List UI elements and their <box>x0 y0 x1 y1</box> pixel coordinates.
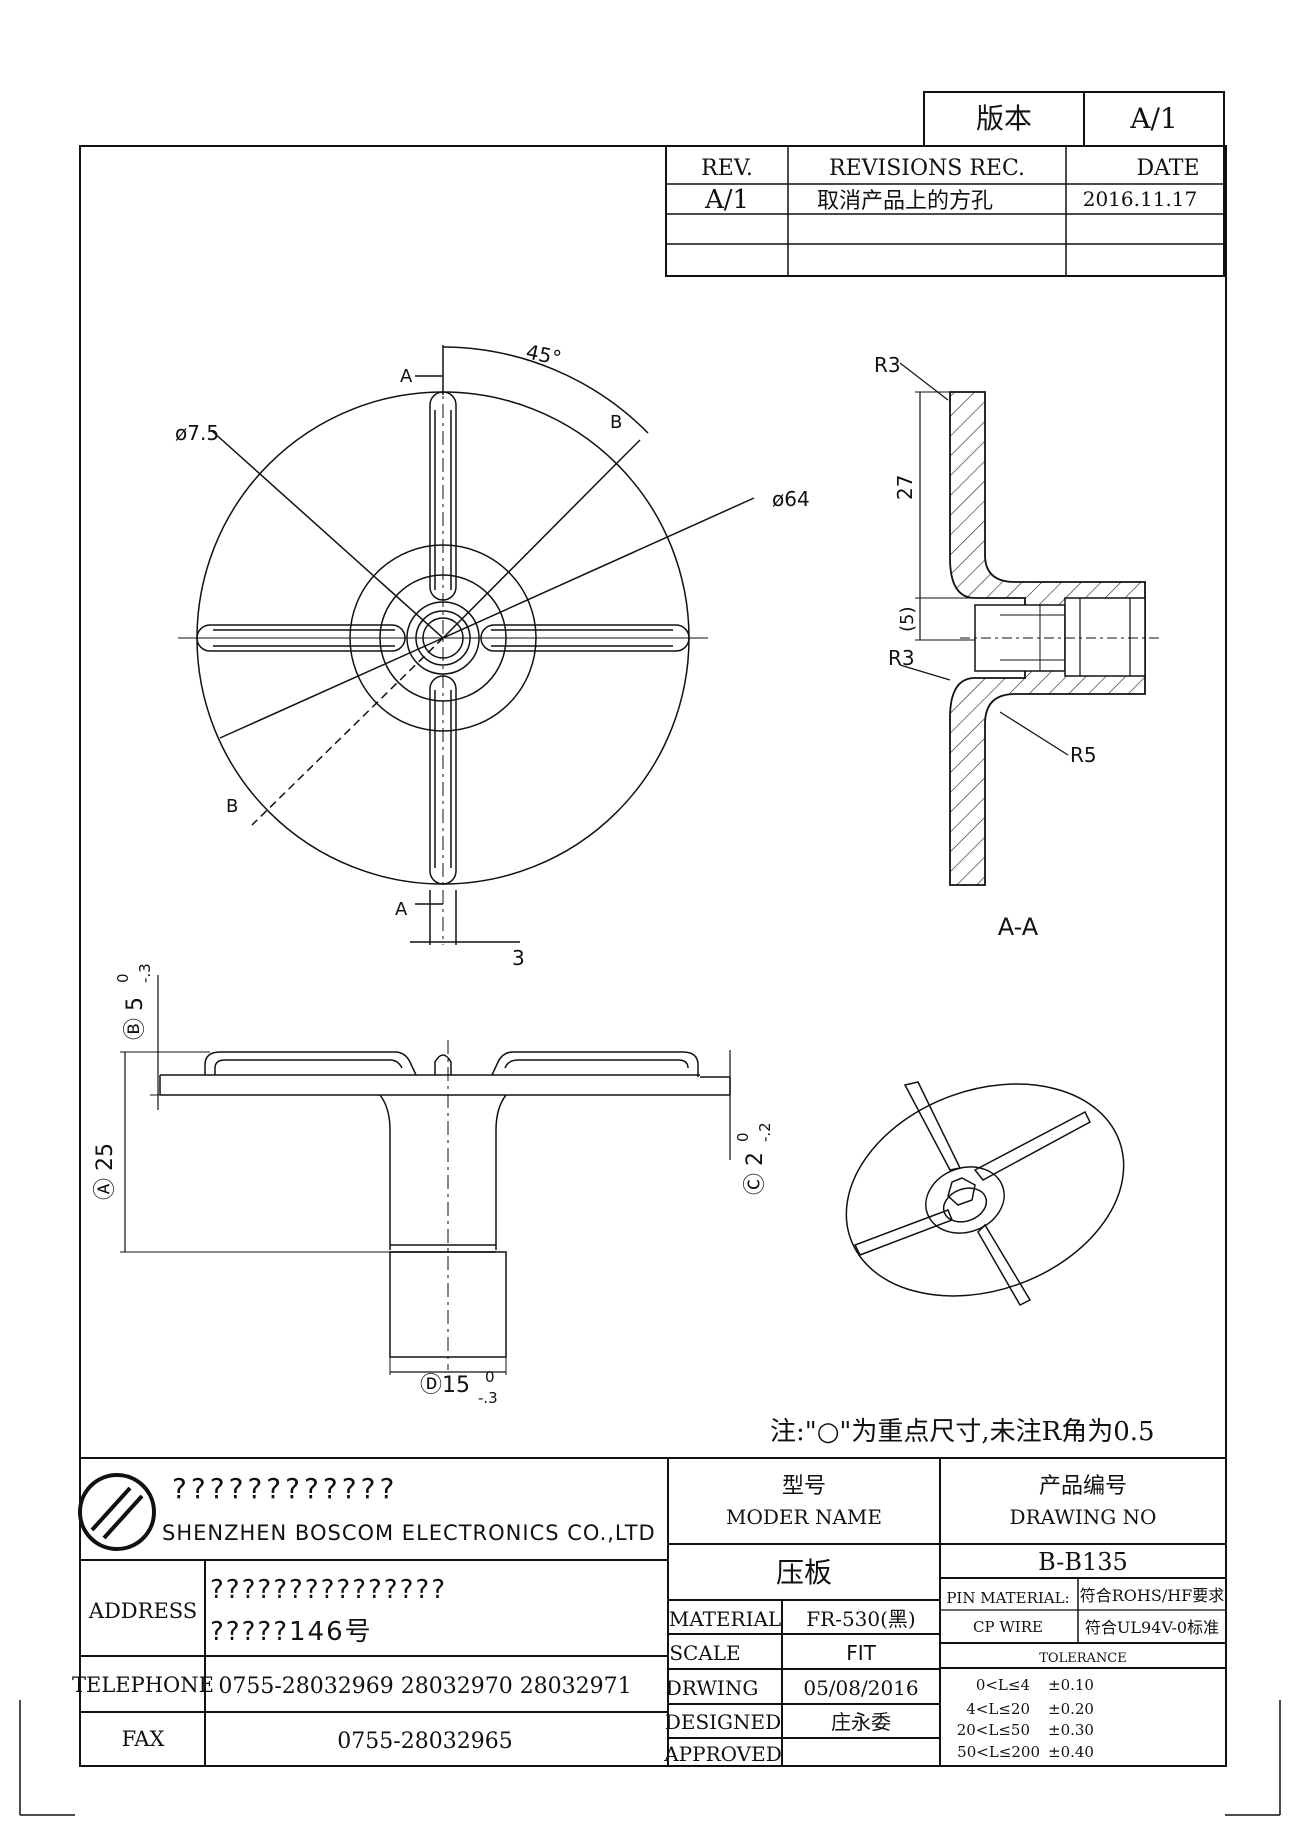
dim-d: Ⓓ15 <box>420 1373 470 1398</box>
dim-c-tol-dn: -.2 <box>756 1122 774 1142</box>
drawing-frame <box>79 145 1227 1767</box>
dim-d-tol-dn: -.3 <box>478 1389 498 1407</box>
cp-wire-label: CP WIRE <box>973 1618 1043 1636</box>
dim-b-tol-up: 0 <box>114 973 132 983</box>
company-info: ???????????? SHENZHEN BOSCOM ELECTRONICS… <box>72 1472 656 1754</box>
model-value: 压板 <box>776 1556 832 1589</box>
dim-27: 27 <box>893 475 917 500</box>
rev-header: REV. <box>701 156 753 181</box>
dim-5: (5) <box>897 607 918 633</box>
tol-value-3: ±0.40 <box>1048 1743 1094 1761</box>
front-view <box>178 345 755 945</box>
company-name-cn: ???????????? <box>172 1472 398 1505</box>
version-box: 版本 A/1 <box>923 91 1225 147</box>
section-labels: R3 R3 R5 27 (5) A-A <box>874 353 1097 941</box>
rec-value: 取消产品上的方孔 <box>817 189 993 214</box>
dim-c-tol-up: 0 <box>734 1132 752 1142</box>
model-label-cn: 型号 <box>782 1474 826 1499</box>
dim-r3-mid: R3 <box>888 646 915 670</box>
tol-range-0: 0<L≤4 <box>976 1676 1030 1694</box>
title-block <box>80 1457 1226 1766</box>
date-header: DATE <box>1136 156 1199 181</box>
cut-b-top: B <box>610 412 622 433</box>
dim-r5: R5 <box>1070 743 1097 767</box>
dim-45: 45° <box>524 339 564 370</box>
rev-value: A/1 <box>704 185 749 215</box>
address-label: ADDRESS <box>88 1599 197 1623</box>
fax-label: FAX <box>122 1727 165 1751</box>
dim-3: 3 <box>512 946 525 970</box>
tol-range-3: 50<L≤200 <box>957 1743 1040 1761</box>
iso-view <box>845 1081 1125 1306</box>
address-line1: ??????????????? <box>210 1575 447 1605</box>
cut-a-bottom: A <box>395 899 408 920</box>
section-view <box>899 362 1160 886</box>
dim-b: Ⓑ 5 <box>123 997 148 1040</box>
drawing-value: B-B135 <box>1038 1548 1128 1576</box>
version-value: A/1 <box>1129 102 1177 135</box>
company-name-en: SHENZHEN BOSCOM ELECTRONICS CO.,LTD <box>162 1521 656 1545</box>
front-view-labels: 45° ø7.5 ø64 3 A A B B <box>175 339 810 970</box>
dim-b-tol-dn: -.3 <box>136 963 154 983</box>
section-title: A-A <box>998 913 1039 941</box>
dim-d64: ø64 <box>772 487 810 511</box>
material-label: MATERIAL <box>669 1607 781 1631</box>
fax-value: 0755-28032965 <box>337 1729 512 1754</box>
drawing-label-en: DRAWING NO <box>1010 1505 1157 1529</box>
date-value: 2016.11.17 <box>1083 187 1198 211</box>
telephone-value: 0755-28032969 28032970 28032971 <box>218 1674 631 1699</box>
scale-value: FIT <box>846 1641 876 1665</box>
designed-label: DESIGNED <box>665 1710 781 1734</box>
approved-label: APPROVED <box>663 1742 782 1766</box>
drawing-label-cn: 产品编号 <box>1039 1474 1127 1499</box>
tol-range-2: 20<L≤50 <box>957 1721 1030 1739</box>
telephone-label: TELEPHONE <box>72 1673 214 1697</box>
cp-wire-value: 符合UL94V-0标准 <box>1085 1618 1219 1637</box>
designed-value: 庄永委 <box>831 1710 891 1734</box>
pin-material-value: 符合ROHS/HF要求 <box>1080 1586 1225 1605</box>
model-label-en: MODER NAME <box>726 1505 882 1529</box>
tol-range-1: 4<L≤20 <box>966 1700 1030 1718</box>
version-label: 版本 <box>976 102 1032 135</box>
tol-value-2: ±0.30 <box>1048 1721 1094 1739</box>
title-block-cells: 型号 MODER NAME 压板 产品编号 DRAWING NO B-B135 … <box>663 1474 1224 1766</box>
dim-a: Ⓐ 25 <box>93 1143 118 1200</box>
revisions-table: REV. REVISIONS REC. DATE A/1 取消产品上的方孔 20… <box>665 145 1225 277</box>
scale-label: SCALE <box>669 1641 740 1665</box>
company-logo-icon <box>78 1473 156 1551</box>
dim-d-tol-up: 0 <box>485 1368 495 1386</box>
corner-marks <box>19 1700 1281 1816</box>
dim-r3-top: R3 <box>874 353 901 377</box>
note-text: 注:"○"为重点尺寸,未注R角为0.5 <box>770 1417 1155 1447</box>
cut-a-top: A <box>400 366 413 387</box>
tol-value-1: ±0.20 <box>1048 1700 1094 1718</box>
dim-c: Ⓒ 2 <box>743 1152 768 1195</box>
material-value: FR-530(黑) <box>806 1607 915 1631</box>
drwing-value: 05/08/2016 <box>803 1676 918 1700</box>
side-view <box>120 975 731 1375</box>
tolerance-label: TOLERANCE <box>1039 1651 1126 1666</box>
dim-d75: ø7.5 <box>175 421 219 445</box>
tol-value-0: ±0.10 <box>1048 1676 1094 1694</box>
address-line2: ?????146号 <box>210 1617 373 1647</box>
rec-header: REVISIONS REC. <box>829 156 1025 181</box>
cut-b-bottom: B <box>226 796 238 817</box>
drwing-label: DRWING <box>666 1676 759 1700</box>
pin-material-label: PIN MATERIAL: <box>946 1589 1069 1607</box>
side-labels: Ⓑ 5 0 -.3 Ⓐ 25 Ⓒ 2 0 -.2 Ⓓ15 0 -.3 <box>93 963 774 1407</box>
